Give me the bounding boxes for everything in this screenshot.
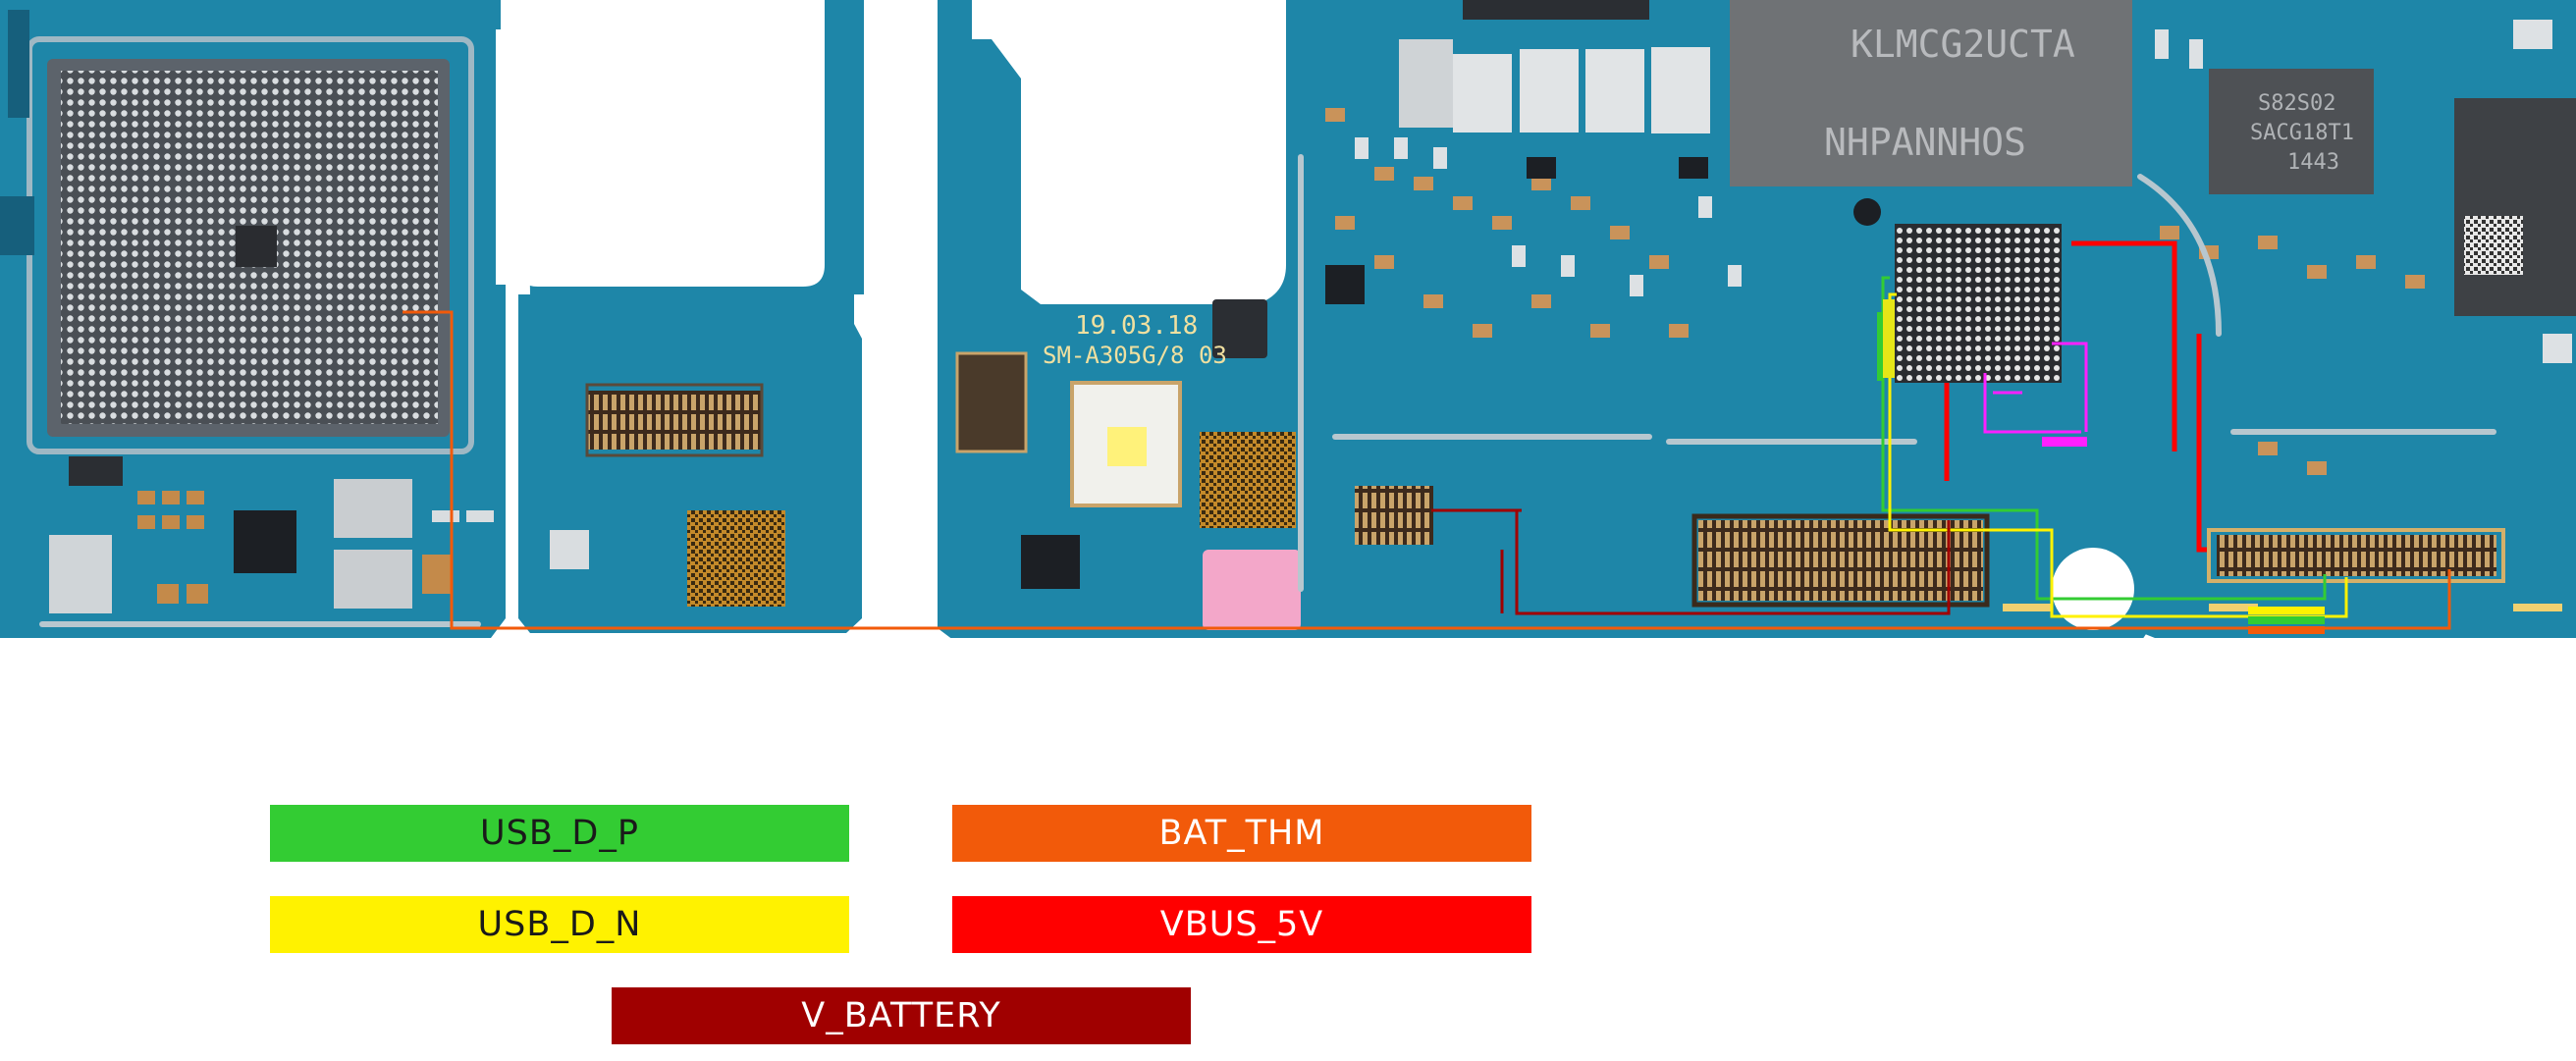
legend-bat-thm: BAT_THM (952, 805, 1531, 862)
chip-small-label-1: S82S02 (2258, 91, 2335, 116)
trace-vbat (1431, 508, 1951, 615)
trace-bat-thm (402, 310, 2451, 630)
silkscreen-model: SM-A305G/8 03 (1043, 342, 1227, 369)
emmc-label-1: KLMCG2UCTA (1851, 23, 2075, 66)
qr-middle (1200, 432, 1296, 528)
qr-left (687, 510, 785, 607)
connector-left (587, 391, 762, 450)
pmic-bga (1895, 224, 2062, 383)
legend-usb-d-p: USB_D_P (270, 805, 849, 862)
connector-middle-small (1355, 486, 1433, 545)
emmc-label-2: NHPANNHOS (1824, 121, 2026, 164)
board-gap (864, 0, 942, 648)
connector-main-fpc (1698, 520, 1983, 601)
silkscreen-date: 19.03.18 (1075, 311, 1198, 341)
cutout-window-left (501, 0, 825, 287)
camera-connector (955, 351, 1028, 453)
trace-usb-dp (1881, 276, 2327, 601)
legend-vbus-5v: VBUS_5V (952, 896, 1531, 953)
capacitor-bank (1399, 0, 1710, 133)
chip-small-label-3: 1443 (2287, 150, 2339, 175)
trace-usb-dn (1888, 292, 2348, 618)
trace-vbus (1944, 240, 2207, 553)
emmc-chip (1730, 0, 2132, 186)
mounting-hole (2052, 548, 2134, 630)
chip-side-right (2454, 98, 2576, 316)
cutout-window-middle (972, 0, 1286, 304)
chip-small-right (2209, 69, 2374, 194)
chip-small-label-2: SACG18T1 (2250, 121, 2354, 145)
legend-v-battery: V_BATTERY (612, 987, 1191, 1044)
connector-right-fpc (2217, 535, 2496, 576)
legend-usb-d-n: USB_D_N (270, 896, 849, 953)
pcb-board-image: 19.03.18 SM-A305G/8 03 KLMCG2UCTA NHPANN… (0, 0, 2576, 648)
trace-highlight-magenta (1983, 342, 2088, 434)
